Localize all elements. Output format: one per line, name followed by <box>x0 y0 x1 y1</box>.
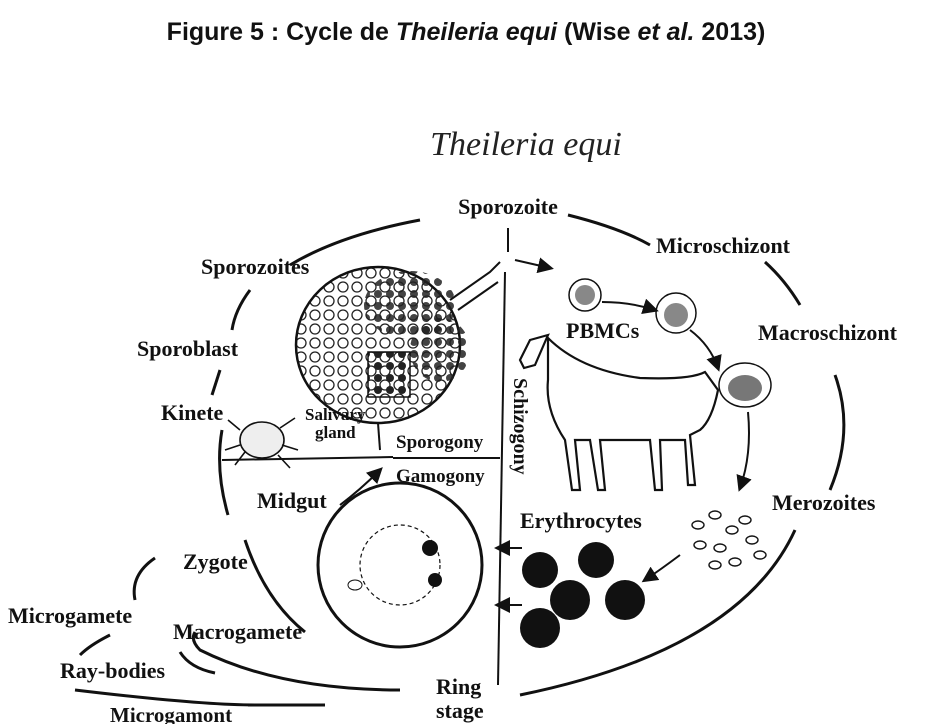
diagram-title: Theileria equi <box>430 126 622 163</box>
label-gamogony: Gamogony <box>396 466 485 487</box>
label-kinete: Kinete <box>161 400 224 425</box>
label-pbmcs: PBMCs <box>566 318 640 343</box>
label-ray-bodies: Ray-bodies <box>60 658 166 683</box>
arc-left-2 <box>212 370 220 395</box>
label-gland: gland <box>315 423 356 442</box>
label-microschizont: Microschizont <box>656 233 791 258</box>
arc-micro-3 <box>80 635 110 655</box>
label-schizogony: Schizogony <box>509 378 531 475</box>
label-sporoblast: Sporoblast <box>137 336 239 361</box>
label-sporogony: Sporogony <box>396 432 484 453</box>
arc-top-left <box>290 220 420 265</box>
label-midgut: Midgut <box>257 488 327 513</box>
label-microgamete: Microgamete <box>8 603 132 628</box>
label-merozoites: Merozoites <box>772 490 876 515</box>
arc-left-3 <box>220 430 228 515</box>
label-macrogamete: Macrogamete <box>173 619 302 644</box>
erythrocytes-cluster <box>520 542 645 648</box>
arc-right-1 <box>765 262 800 305</box>
arc-left-1 <box>232 290 250 330</box>
label-sporozoite: Sporozoite <box>458 194 558 219</box>
label-ring: Ring <box>436 674 481 699</box>
merozoites-cluster <box>692 511 766 569</box>
label-macroschizont: Macroschizont <box>758 320 898 345</box>
label-salivary: Salivary <box>305 405 366 424</box>
label-zygote: Zygote <box>183 549 248 574</box>
label-stage: stage <box>436 698 484 723</box>
label-sporozoites: Sporozoites <box>201 254 310 279</box>
arc-right-2 <box>830 375 844 490</box>
horse-illustration <box>520 335 718 490</box>
arc-top-right <box>568 215 650 245</box>
label-erythrocytes: Erythrocytes <box>520 508 642 533</box>
label-microgamont: Microgamont <box>110 703 232 724</box>
pbmc-cells <box>569 279 771 407</box>
arc-micro-1 <box>134 558 155 600</box>
midgut-cross-section <box>318 483 482 647</box>
